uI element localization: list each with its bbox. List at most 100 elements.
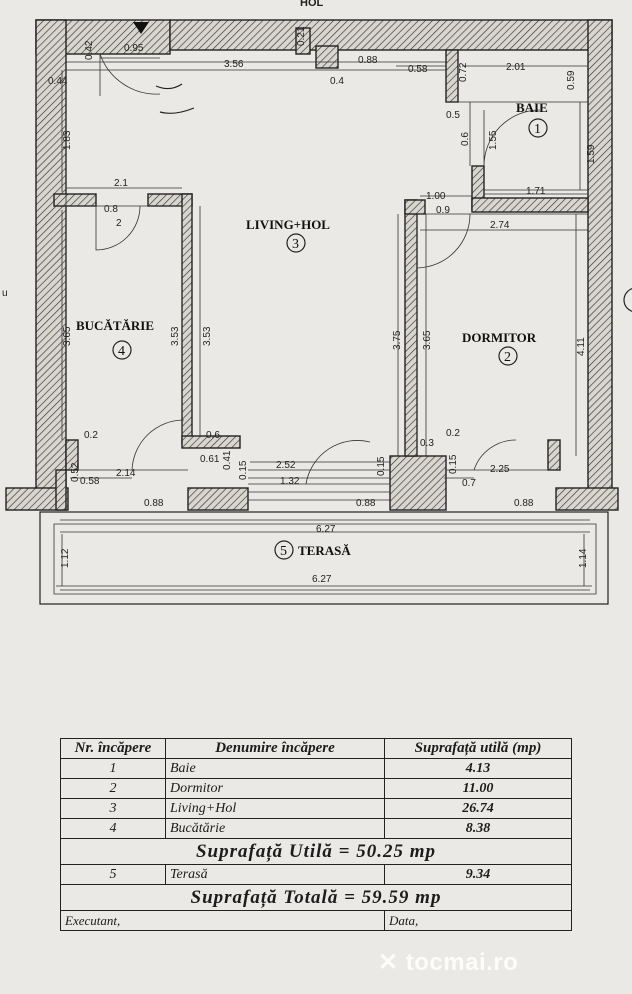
room-living-label: LIVING+HOL (246, 217, 330, 232)
svg-text:0.88: 0.88 (356, 498, 376, 509)
svg-text:0.95: 0.95 (124, 43, 144, 54)
svg-text:4.11: 4.11 (576, 337, 587, 356)
svg-text:0.15: 0.15 (238, 460, 249, 480)
room-terasa-number: 5 (280, 544, 287, 559)
header-name: Denumire încăpere (165, 738, 385, 759)
svg-text:0.44: 0.44 (48, 76, 68, 87)
svg-text:1.14: 1.14 (578, 548, 589, 568)
entrance-arrow-icon (133, 22, 149, 34)
row-area: 8.38 (384, 818, 572, 839)
row-area: 9.34 (384, 864, 572, 885)
svg-text:0.2: 0.2 (446, 428, 460, 439)
svg-text:1.71: 1.71 (526, 186, 546, 197)
table-row: 5 Terasă 9.34 (60, 864, 572, 885)
date-label: Data, (384, 910, 572, 931)
room-bucatarie-badge (112, 340, 132, 360)
terrace (39, 511, 609, 605)
row-nr: 1 (60, 758, 166, 779)
svg-text:0.72: 0.72 (458, 62, 469, 82)
side-label: u (2, 288, 8, 299)
svg-text:0.21: 0.21 (296, 26, 307, 46)
svg-text:2.14: 2.14 (116, 468, 136, 479)
table-header-row: Nr. încăpere Denumire încăpere Suprafață… (60, 738, 572, 759)
room-living-badge (286, 233, 306, 253)
svg-text:2.25: 2.25 (490, 464, 510, 475)
svg-text:0.6: 0.6 (460, 132, 471, 146)
svg-text:6.27: 6.27 (312, 574, 332, 585)
row-area: 11.00 (384, 778, 572, 799)
svg-text:0.2: 0.2 (84, 430, 98, 441)
row-name: Dormitor (165, 778, 385, 799)
room-baie-label: BAIE (516, 100, 548, 115)
svg-text:0.88: 0.88 (144, 498, 164, 509)
svg-text:0.9: 0.9 (436, 205, 450, 216)
svg-text:0.52: 0.52 (70, 462, 81, 482)
hol-label: HOL (300, 0, 324, 9)
row-name: Bucătărie (165, 818, 385, 839)
row-area: 26.74 (384, 798, 572, 819)
svg-text:1.59: 1.59 (586, 144, 597, 164)
svg-text:0.3: 0.3 (420, 438, 434, 449)
table-row: 4 Bucătărie 8.38 (60, 818, 572, 839)
row-nr: 3 (60, 798, 166, 819)
row-name: Living+Hol (165, 798, 385, 819)
watermark-logo: ✕ tocmai.ro (378, 948, 518, 977)
svg-text:0.8: 0.8 (104, 204, 118, 215)
table-row: 3 Living+Hol 26.74 (60, 798, 572, 819)
svg-text:3.65: 3.65 (422, 330, 433, 350)
svg-text:1.00: 1.00 (426, 191, 446, 202)
svg-text:6.27: 6.27 (316, 524, 336, 535)
row-nr: 5 (60, 864, 166, 885)
dimension-lines (60, 57, 590, 591)
grand-total: Suprafață Totală = 59.59 mp (60, 884, 572, 911)
outer-walls (5, 19, 619, 511)
room-terasa-label: TERASĂ (298, 543, 351, 558)
watermark-mark-icon: ✕ (378, 949, 406, 976)
executant-label: Executant, (60, 910, 385, 931)
svg-text:0.15: 0.15 (376, 456, 387, 476)
row-nr: 4 (60, 818, 166, 839)
svg-text:0.5: 0.5 (446, 110, 460, 121)
room-baie-number: 1 (534, 122, 541, 137)
header-nr: Nr. încăpere (60, 738, 166, 759)
room-bucatarie-number: 4 (118, 344, 125, 359)
room-baie-badge (528, 118, 548, 138)
room-bucatarie-label: BUCĂTĂRIE (76, 318, 154, 333)
svg-text:1.83: 1.83 (62, 130, 73, 150)
inner-walls (53, 27, 589, 471)
svg-text:0.41: 0.41 (222, 450, 233, 470)
svg-text:2.52: 2.52 (276, 460, 296, 471)
svg-text:0.15: 0.15 (448, 454, 459, 474)
room-living-number: 3 (292, 237, 299, 252)
row-area: 4.13 (384, 758, 572, 779)
util-total-row: Suprafață Utilă = 50.25 mp (60, 838, 572, 865)
row-name: Terasă (165, 864, 385, 885)
svg-text:0.42: 0.42 (84, 40, 95, 60)
svg-text:1.32: 1.32 (280, 476, 300, 487)
watermark-brand: tocmai.ro (405, 949, 519, 976)
interior-lines (65, 69, 588, 501)
area-table: Nr. încăpere Denumire încăpere Suprafață… (60, 738, 572, 931)
svg-text:0.6: 0.6 (206, 430, 220, 441)
svg-text:0.58: 0.58 (80, 476, 100, 487)
svg-text:1.55: 1.55 (488, 130, 499, 150)
room-dormitor-label: DORMITOR (462, 330, 537, 345)
svg-text:0.59: 0.59 (566, 70, 577, 90)
room-dormitor-badge (498, 346, 518, 366)
svg-text:0.7: 0.7 (462, 478, 476, 489)
svg-text:0.58: 0.58 (408, 64, 428, 75)
svg-text:2.01: 2.01 (506, 62, 526, 73)
room-dormitor-number: 2 (504, 350, 511, 365)
svg-text:3.65: 3.65 (62, 326, 73, 346)
doors (95, 53, 541, 485)
svg-text:2.74: 2.74 (490, 220, 510, 231)
row-nr: 2 (60, 778, 166, 799)
svg-text:3.53: 3.53 (202, 326, 213, 346)
svg-text:2: 2 (116, 218, 122, 229)
svg-text:3.75: 3.75 (392, 330, 403, 350)
table-row: 1 Baie 4.13 (60, 758, 572, 779)
svg-text:0.4: 0.4 (330, 76, 344, 87)
svg-text:3.56: 3.56 (224, 59, 244, 70)
svg-text:0.88: 0.88 (514, 498, 534, 509)
grand-total-row: Suprafață Totală = 59.59 mp (60, 884, 572, 911)
